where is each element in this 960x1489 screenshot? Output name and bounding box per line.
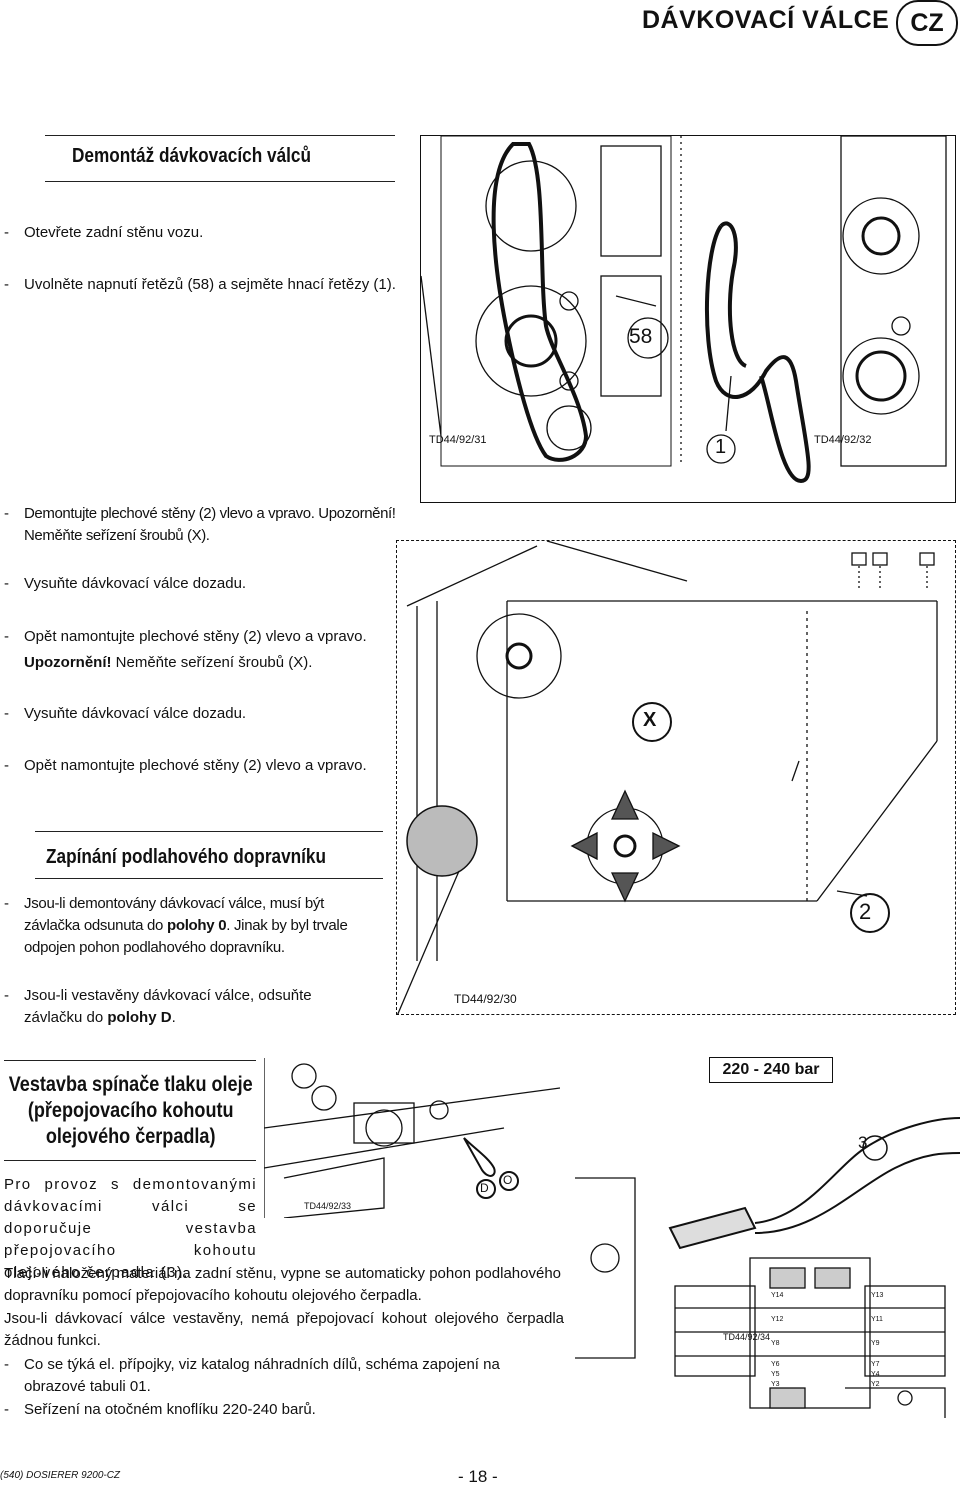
valve-label: Y14 — [771, 1292, 784, 1299]
figure-code: TD44/92/34 — [723, 1332, 771, 1342]
callout-x: X — [643, 709, 657, 731]
page-header-title: DÁVKOVACÍ VÁLCE — [642, 6, 890, 34]
valve-label: Y2 — [871, 1381, 880, 1388]
title-line: olejového čerpadla) — [45, 1125, 216, 1148]
valve-label: Y4 — [871, 1371, 880, 1378]
valve-label: Y13 — [871, 1292, 884, 1299]
figure-code: TD44/92/33 — [304, 1201, 352, 1211]
valve-label: Y11 — [871, 1316, 883, 1323]
page-number: - 18 - — [458, 1467, 498, 1486]
section-rule — [45, 135, 395, 136]
latch-pin-drawing — [263, 1058, 561, 1219]
section-title-pressure-switch: Vestavba spínače tlaku oleje (přepojovac… — [6, 1072, 255, 1150]
paragraph: Jsou-li dávkovací válce vestavěny, nemá … — [4, 1310, 564, 1349]
valve-label: Y6 — [771, 1361, 780, 1368]
figure-valve-block: 3 TD44/92/34 Y14 Y13 Y12 Y11 Y8 Y9 Y6 Y7… — [575, 1058, 960, 1418]
section-rule — [45, 181, 395, 182]
language-badge: CZ — [896, 0, 958, 46]
callout-1: 1 — [715, 436, 727, 458]
figure-chain-drive: TD44/92/31 TD44/92/32 58 1 — [420, 135, 956, 503]
position-d-label: D — [480, 1181, 489, 1195]
valve-label: Y8 — [771, 1340, 780, 1347]
section-rule — [35, 878, 383, 879]
section-rule — [4, 1160, 256, 1161]
valve-block-drawing — [575, 1117, 960, 1418]
figure-side-plate: X 2 TD44/92/30 — [396, 540, 956, 1017]
figure-latch-pin: D O TD44/92/33 — [263, 1058, 561, 1219]
valve-label: Y5 — [771, 1371, 780, 1378]
section-title-floor-conveyor: Zapínání podlahového dopravníku — [46, 846, 326, 868]
side-plate-drawing — [396, 540, 938, 1017]
section-rule — [35, 831, 383, 832]
footer-document-code: (540) DOSIERER 9200-CZ — [0, 1470, 121, 1481]
title-line: (přepojovacího kohoutu — [27, 1099, 234, 1122]
chain-drive-drawing — [420, 135, 947, 484]
figure-code: TD44/92/30 — [454, 992, 517, 1006]
figure-code: TD44/92/31 — [429, 434, 487, 446]
position-0-label: O — [503, 1173, 513, 1187]
valve-label: Y3 — [771, 1381, 780, 1388]
valve-label: Y12 — [771, 1316, 784, 1323]
paragraph: Pro provoz s demontovanými dávkovacími v… — [4, 1176, 257, 1281]
pressure-setting-label: 220 - 240 bar — [709, 1057, 833, 1083]
valve-label: Y7 — [871, 1361, 880, 1368]
valve-label: Y9 — [871, 1340, 880, 1347]
callout-2: 2 — [859, 899, 872, 924]
section-title-dismantling: Demontáž dávkovacích válců — [72, 145, 311, 167]
paragraph: Tlačí-li naložený materiál na zadní stěn… — [4, 1265, 561, 1304]
callout-58: 58 — [629, 325, 653, 348]
title-line: Vestavba spínače tlaku oleje — [8, 1073, 253, 1096]
figure-code: TD44/92/32 — [814, 434, 872, 446]
callout-3: 3 — [858, 1133, 868, 1152]
section-rule — [4, 1060, 256, 1061]
